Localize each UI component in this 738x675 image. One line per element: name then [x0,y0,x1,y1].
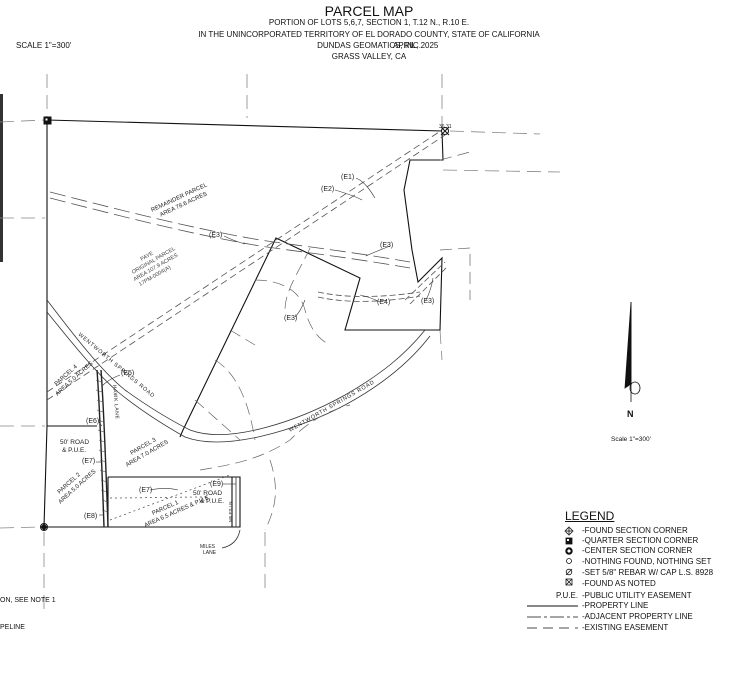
road-label-miles: MILES [200,544,216,550]
easement-label-e7b: (E7) [139,487,152,494]
road-50ft-label-b: 50' ROAD [193,490,222,497]
found-section-corner-icon [440,126,450,136]
easement-label-e6: (E6) [86,418,99,425]
legend-item-set-rebar: -SET 5/8" REBAR W/ CAP L.S. 8928 [582,568,714,577]
north-arrow-scale: Scale 1"=300' [611,436,651,443]
legend-pue-label: -PUBLIC UTILITY EASEMENT [582,591,692,600]
label-leaders [96,177,434,516]
easement-label-e3d: (E3) [284,315,297,322]
easement-label-e3c: (E3) [421,298,434,305]
hawk-lane-hatching [95,379,109,513]
legend-item-found-section-corner: -FOUND SECTION CORNER [582,526,688,535]
legend-title: LEGEND [565,509,615,523]
road-50ft-pue-a: & P.U.E. [62,447,86,454]
easement-e3-lines [49,191,411,269]
property-boundaries [43,119,444,528]
page-edge-bar [0,94,3,262]
hawk-lane-road [96,369,109,528]
road-label-miles-ln: MILES LN [228,501,233,522]
road-label-lane: LANE [203,550,217,556]
map-surveyor-city: GRASS VALLEY, CA [331,52,407,61]
legend-item-found-as-noted: -FOUND AS NOTED [582,579,656,588]
easement-label-e4: (E4) [377,299,390,306]
easement-label-e3a: (E3) [209,232,222,239]
easement-label-e3b: (E3) [380,242,393,249]
legend-item-center-section-corner: -CENTER SECTION CORNER [582,546,693,555]
north-arrow-letter: N [627,409,634,419]
map-subtitle-territory: IN THE UNINCORPORATED TERRITORY OF EL DO… [198,30,540,39]
easement-label-e9: (E9) [210,481,223,488]
easement-label-e2: (E2) [321,186,334,193]
corner-monuments [40,116,450,531]
nothing-found-icon [566,558,572,564]
map-date: APRIL, 2025 [393,41,439,50]
legend-item-quarter-section-corner: -QUARTER SECTION CORNER [582,536,699,545]
easement-label-e8: (E8) [84,513,97,520]
legend-symbols [527,526,578,629]
section-grid-lines [0,74,561,610]
road-label-hawk-lane: HAWK LANE [111,385,120,420]
found-section-corner-icon [564,526,574,536]
easement-e2-lines [46,127,446,401]
original-parcel-boundary [43,119,444,528]
road-50ft-label-a: 50' ROAD [60,439,89,446]
note-pipeline: PELINE [0,624,25,631]
legend-pue-abbr: P.U.E. [556,591,579,600]
north-arrow-icon [624,301,641,402]
note-see-note-1: ON, SEE NOTE 1 [0,597,56,604]
easement-label-e7a: (E7) [82,458,95,465]
map-surveyor-name: DUNDAS GEOMATICS, INC. [317,41,421,50]
legend-property-line-label: -PROPERTY LINE [582,601,649,610]
legend-easement-line-label: -EXISTING EASEMENT [582,623,669,632]
center-section-corner-icon [40,523,48,531]
easement-e4-lines [317,261,449,305]
legend-adjacent-line-label: -ADJACENT PROPERTY LINE [582,612,693,621]
corner-label: 36 31 [439,124,452,130]
easement-label-e5: (E5) [121,370,134,377]
road-50ft-pue-b: & P.U.E. [200,498,224,505]
map-title: PARCEL MAP [324,3,414,19]
road-label-wentworth-east: WENTWORTH SPRINGS ROAD [288,379,376,433]
quarter-section-corner-icon [565,537,573,545]
parcel-1-easement-dots [109,474,231,521]
interior-dashed-lines [194,151,471,531]
map-scale-text: SCALE 1"=300' [16,41,72,50]
legend-item-nothing-found: -NOTHING FOUND, NOTHING SET [582,557,712,566]
set-rebar-icon [565,568,573,576]
found-as-noted-icon [565,578,573,586]
center-section-corner-icon [565,547,573,555]
miles-lane-lines [221,477,241,549]
easement-label-e1: (E1) [341,174,354,181]
map-subtitle-lots: PORTION OF LOTS 5,6,7, SECTION 1, T.12 N… [268,18,470,27]
